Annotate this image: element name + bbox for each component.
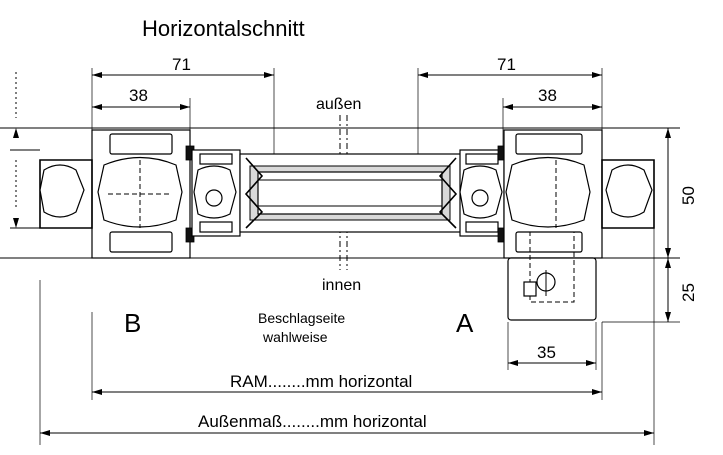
hardware-side-note-2: wahlweise [262, 329, 328, 345]
right-side-dimensions: 50 25 [602, 127, 698, 323]
dim-hardware-width: 35 [537, 343, 556, 362]
dim-right-71: 71 [497, 55, 516, 74]
side-label-b: B [124, 308, 141, 338]
dim-left-71: 71 [172, 55, 191, 74]
center-axis [339, 115, 348, 270]
dim-frame-depth: 50 [679, 186, 698, 205]
glazing-unit [239, 153, 463, 233]
left-sash-profile [191, 149, 241, 237]
dim-ram-width: RAM........mm horizontal [230, 372, 412, 391]
ram-dimension: RAM........mm horizontal [91, 312, 603, 400]
outer-dimension: Außenmaß........mm horizontal [39, 228, 655, 445]
label-outside: außen [316, 96, 361, 113]
hardware-box [507, 231, 597, 321]
side-label-a: A [456, 308, 474, 338]
top-right-dimensions: 71 38 [417, 55, 603, 160]
hardware-side-note-1: Beschlagseite [258, 310, 345, 326]
dim-right-38: 38 [538, 86, 557, 105]
dim-left-38: 38 [129, 86, 148, 105]
right-sash-profile [459, 145, 507, 243]
dim-sash-offset: 25 [679, 283, 698, 302]
dim-outer-width: Außenmaß........mm horizontal [198, 412, 427, 431]
left-wall-stub [10, 72, 40, 229]
right-frame-profile [503, 129, 655, 259]
drawing-title: Horizontalschnitt [142, 16, 305, 41]
hardware-width-dimension: 35 [507, 322, 597, 370]
label-inside: innen [322, 277, 361, 294]
left-frame-profile [39, 129, 195, 259]
top-left-dimensions: 71 38 [91, 55, 275, 160]
